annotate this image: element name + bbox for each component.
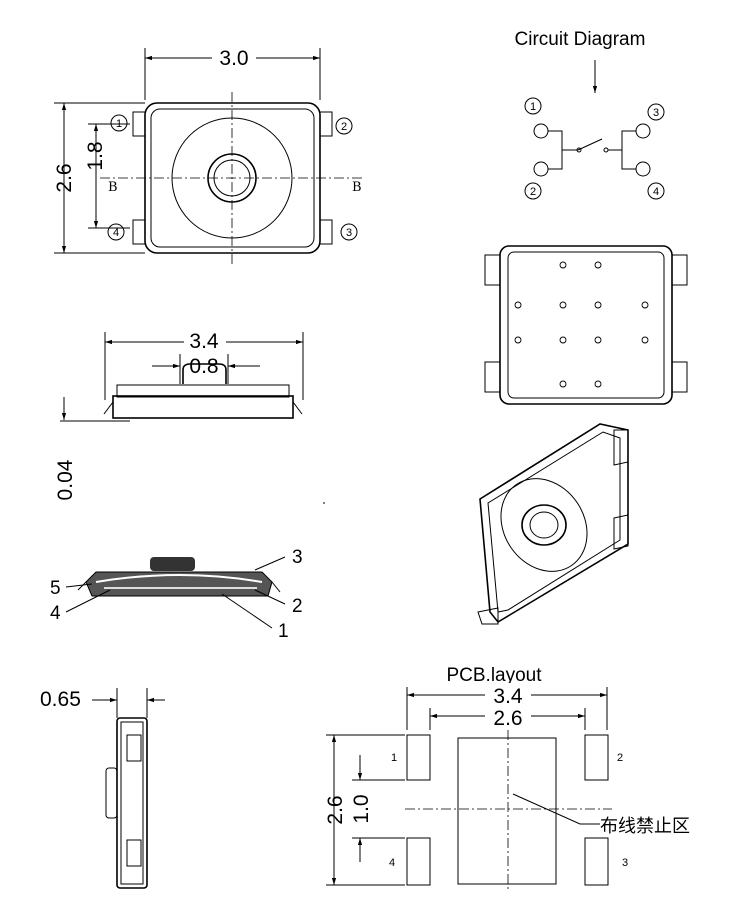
pcb-pad-3	[584, 837, 609, 886]
pcb-pad-2	[584, 734, 609, 781]
circuit-title: Circuit Diagram	[515, 29, 646, 50]
pcb-gap-dim: 1.0	[350, 794, 373, 823]
section-label-1: 1	[278, 621, 289, 642]
offset-dim: 0.04	[54, 459, 77, 500]
top-pin-1: 1	[116, 118, 122, 130]
section-mark-right: B	[352, 180, 362, 195]
top-view: 3.0 2.6 1.8 B B 1 2 3 4	[53, 44, 365, 265]
section-label-4: 4	[50, 603, 61, 624]
pcb-title: PCB.layout	[446, 665, 542, 686]
circuit-pin-3: 3	[653, 107, 659, 119]
end-thickness-dim: 0.65	[40, 688, 81, 711]
side-view: 3.4 0.8 0.04	[54, 328, 325, 504]
actuator-dim: 0.8	[189, 355, 218, 378]
circuit-pin-4: 4	[653, 186, 659, 198]
top-pin-2: 2	[341, 121, 347, 133]
pcb-pad-label-1: 1	[391, 752, 397, 764]
top-width-dim: 3.0	[219, 47, 248, 70]
section-label-5: 5	[50, 578, 61, 599]
pcb-outer-width: 3.4	[493, 685, 523, 708]
section-label-2: 2	[292, 596, 303, 617]
top-pin-4: 4	[113, 227, 119, 239]
pcb-keepout-area	[457, 737, 557, 885]
pcb-height-dim: 2.6	[324, 795, 347, 824]
bottom-view-drawing	[484, 245, 688, 405]
side-width-dim: 3.4	[189, 330, 219, 353]
section-view: 3 2 1 5 4	[50, 547, 303, 642]
pcb-pad-label-4: 4	[389, 857, 395, 869]
section-mark-left: B	[108, 180, 118, 195]
pcb-pad-1	[406, 734, 431, 781]
pcb-pad-label-2: 2	[617, 752, 623, 764]
pcb-pad-label-3: 3	[622, 857, 628, 869]
circuit-diagram: Circuit Diagram 1 2 3 4	[515, 29, 665, 200]
pcb-inner-width: 2.6	[493, 707, 522, 730]
section-label-3: 3	[292, 547, 303, 568]
isometric-view	[477, 423, 629, 625]
pcb-pad-4	[406, 837, 431, 886]
end-view: 0.65	[40, 688, 165, 889]
circuit-pin-1: 1	[530, 101, 536, 113]
top-height-dim: 2.6	[53, 163, 76, 192]
pin-spacing-dim: 1.8	[84, 141, 107, 170]
circuit-pin-2: 2	[530, 186, 536, 198]
top-pin-3: 3	[346, 227, 352, 239]
pcb-layout: PCB.layout 3.4 2.6 2.6 1.0 1 2 3 4 布线禁止区	[324, 665, 690, 892]
pcb-keepout-label: 布线禁止区	[600, 816, 690, 837]
